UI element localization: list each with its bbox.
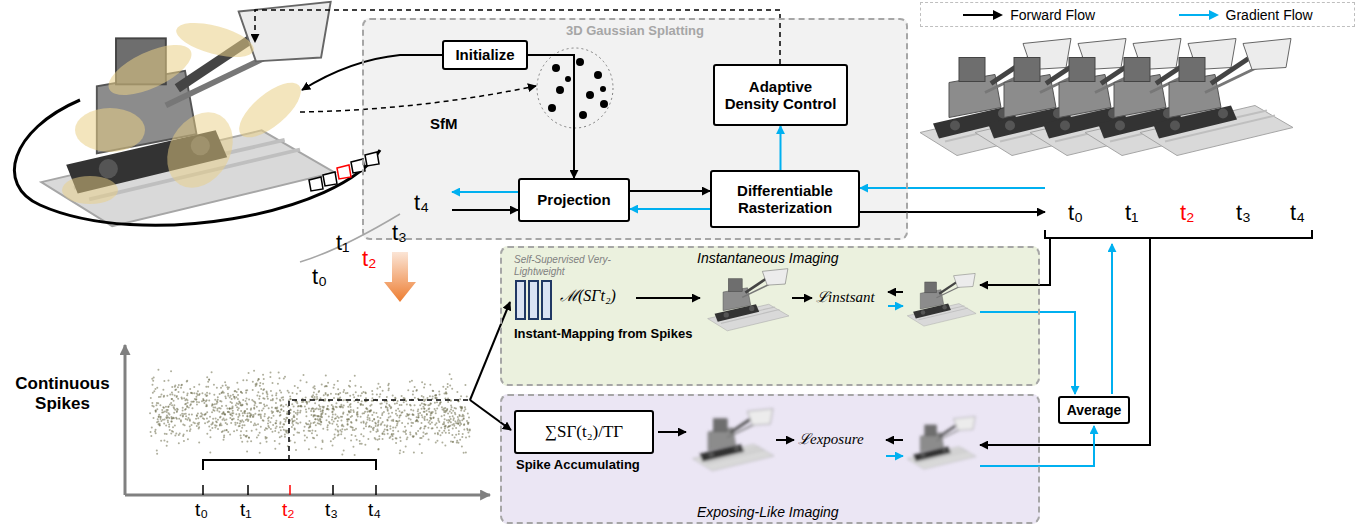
time-label: t₂ [282,500,295,519]
box-label: Adaptive Density Control [721,78,840,113]
forward-arrow [886,439,903,441]
region-ground [500,246,1040,386]
formula: ℳ(SΓt₂) [560,288,616,304]
sfm-arrow [300,86,536,112]
block-caption: Instant-Mapping from Spikes [514,326,692,341]
gradient-arrow [980,312,1075,394]
rendered-image [907,273,976,326]
box-label: Average [1067,402,1122,418]
legend-line-sample [1178,9,1220,21]
bracket [203,460,376,470]
legend-line-sample [962,9,1004,21]
formula: ∑SΓ(t₂)/TΓ [545,422,623,442]
method-label: SfM [430,116,458,131]
time-label: t₃ [1236,202,1251,224]
forward-arrow [888,291,903,293]
formula-box: ∑SΓ(t₂)/TΓSpike Accumulating [514,410,654,454]
accumulated-image [693,409,774,471]
branch-region: Self-Supervised Very-LightweightInstant-… [500,246,1040,386]
time-label: t₄ [368,500,381,519]
time-label: t₁ [240,500,252,519]
time-label: t₂ [362,248,377,270]
rendered-views [920,39,1293,156]
process-box: Differentiable Rasterization [710,170,860,228]
time-label: t₃ [325,500,338,519]
axis [124,345,127,495]
time-label: t₀ [1068,202,1083,224]
forward-arrow [302,55,442,90]
gradient-arrow [886,455,903,457]
rendered-image [907,416,976,469]
block-note: Self-Supervised Very-Lightweight [514,254,624,278]
network-block: Self-Supervised Very-LightweightInstant-… [514,280,554,320]
forward-arrow [776,439,794,441]
forward-arrow [792,297,812,299]
legend-text: Forward Flow [1010,7,1095,23]
time-label: t₁ [336,232,350,254]
gradient-arrow [980,426,1094,466]
process-box: Initialize [442,40,528,70]
time-label: t₃ [392,222,407,244]
time-ticks [203,485,376,495]
gradient-arrow [860,187,1045,189]
recovered-image [708,269,789,331]
forward-connector [528,55,574,178]
network-layers [514,280,554,320]
spike-cloud [149,369,471,456]
axis-title: Continuous Spikes [10,374,115,415]
box-label: Differentiable Rasterization [718,182,852,217]
forward-arrow [452,209,518,211]
region-title: Exposing-Like Imaging [697,504,839,520]
spike-window-line [289,400,470,460]
gradient-arrow [888,305,903,307]
box-label: Initialize [455,46,514,63]
time-label: t₂ [1180,202,1195,224]
box-label: Projection [537,191,610,208]
legend-item: Gradient Flow [1178,7,1313,23]
region-title: Instantaneous Imaging [697,250,839,266]
gradient-arrow [1111,244,1113,394]
orange-arrow [384,252,416,302]
forward-arrow [636,297,700,299]
forward-connector [630,190,710,192]
region-ground [500,394,1040,524]
loss-label: ℒinstsant [816,290,875,305]
forward-arrow [470,400,511,430]
time-label: t₄ [1290,202,1305,224]
time-label: t₀ [195,500,208,519]
bracket [1045,230,1312,238]
axis [125,494,490,497]
gradient-arrow [452,191,518,193]
gradient-connector [630,208,710,210]
loss-label: ℒexposure [798,432,864,447]
forward-arrow [980,238,1150,445]
legend-text: Gradient Flow [1226,7,1313,23]
time-label: t₄ [414,192,429,214]
legend-item: Forward Flow [962,7,1095,23]
region-ground [362,18,908,240]
time-label: t₁ [1125,202,1139,224]
scene-illustration [14,2,400,262]
branch-region: ∑SΓ(t₂)/TΓSpike AccumulatingExposing-Lik… [500,394,1040,524]
time-label: t₀ [312,266,327,288]
forward-arrow [658,431,686,433]
block-caption: Spike Accumulating [516,457,640,472]
forward-arrow [860,211,1045,213]
legend: Forward Flow Gradient Flow [920,2,1355,27]
process-box: Average [1058,396,1130,424]
process-box: Projection [518,178,630,222]
process-box: Adaptive Density Control [713,64,848,126]
gradient-connector [780,126,782,170]
region-title: 3D Gaussian Splatting [364,23,906,38]
